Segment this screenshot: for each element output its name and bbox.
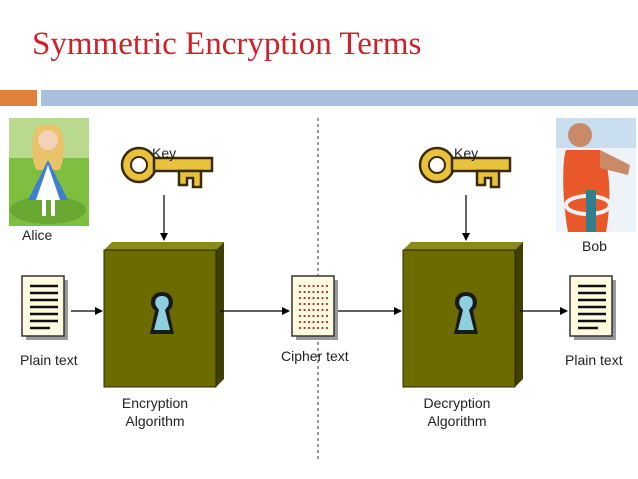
cipher-dot: [321, 326, 324, 330]
cipher-dot: [303, 326, 306, 330]
cipher-dot: [312, 284, 315, 288]
cipher-dot: [316, 314, 320, 318]
cipher-dot: [303, 314, 306, 318]
cipher-dot: [325, 326, 329, 330]
cipher-dot: [316, 284, 320, 288]
cipher-dot: [321, 308, 324, 312]
cipher-dot: [316, 308, 320, 312]
cipher-dot: [298, 284, 302, 288]
page-title: Symmetric Encryption Terms: [32, 26, 422, 62]
cipher-dot: [312, 290, 315, 294]
cipher-dot: [325, 296, 329, 300]
cipher-dot: [298, 326, 302, 330]
cipher-dot: [303, 290, 306, 294]
cipher-dot: [312, 296, 315, 300]
document-icon-plain-left: [21, 275, 69, 341]
cipher-dot: [312, 308, 315, 312]
cipher-dot: [316, 320, 320, 324]
decryption-algorithm-box: [402, 242, 523, 388]
bob-label: Bob: [582, 238, 607, 254]
plain-text-label-right: Plain text: [565, 352, 623, 368]
cipher-dot: [325, 314, 329, 318]
cipher-dot: [298, 308, 302, 312]
cipher-dot: [321, 320, 324, 324]
decryption-algorithm-label: Decryption Algorithm: [423, 395, 491, 429]
accent-bar-blue: [41, 90, 638, 106]
encryption-algorithm-label: Encryption Algorithm: [121, 395, 189, 429]
cipher-text-label: Cipher text: [281, 348, 349, 364]
cipher-dot: [298, 314, 302, 318]
cipher-dot: [325, 284, 329, 288]
cipher-dot: [312, 326, 315, 330]
cipher-dot: [321, 296, 324, 300]
cipher-dot: [307, 326, 311, 330]
cipher-dot: [307, 284, 311, 288]
cipher-dot: [321, 284, 324, 288]
cipher-dot: [321, 314, 324, 318]
cipher-dot: [325, 308, 329, 312]
cipher-dot: [307, 308, 311, 312]
cipher-dot: [298, 290, 302, 294]
cipher-dot: [312, 320, 315, 324]
cipher-dot: [298, 320, 302, 324]
cipher-dot: [316, 302, 320, 306]
document-icon-cipher: [291, 275, 339, 341]
cipher-dot: [307, 320, 311, 324]
cipher-dot: [307, 296, 311, 300]
cipher-dot: [316, 296, 320, 300]
bob-image: [556, 118, 636, 232]
cipher-dot: [321, 290, 324, 294]
cipher-dot: [303, 320, 306, 324]
cipher-dot: [316, 326, 320, 330]
alice-image: [9, 118, 89, 226]
cipher-dot: [303, 302, 306, 306]
cipher-dot: [307, 314, 311, 318]
cipher-dot: [312, 314, 315, 318]
encryption-algorithm-box: [103, 242, 224, 388]
cipher-dot: [312, 302, 315, 306]
cipher-dot: [325, 290, 329, 294]
cipher-dot: [303, 284, 306, 288]
cipher-dot: [303, 308, 306, 312]
cipher-dot: [325, 320, 329, 324]
key-label-left: Key: [152, 145, 177, 161]
document-icon-plain-right: [569, 275, 617, 341]
cipher-dot: [303, 296, 306, 300]
accent-bar-orange: [0, 90, 37, 106]
alice-label: Alice: [22, 227, 53, 243]
cipher-dot: [307, 302, 311, 306]
plain-text-label-left: Plain text: [20, 352, 78, 368]
cipher-dot: [325, 302, 329, 306]
cipher-dot: [321, 302, 324, 306]
cipher-dot: [316, 290, 320, 294]
cipher-dot: [307, 290, 311, 294]
cipher-dot: [298, 302, 302, 306]
cipher-dot: [298, 296, 302, 300]
key-label-right: Key: [454, 145, 479, 161]
